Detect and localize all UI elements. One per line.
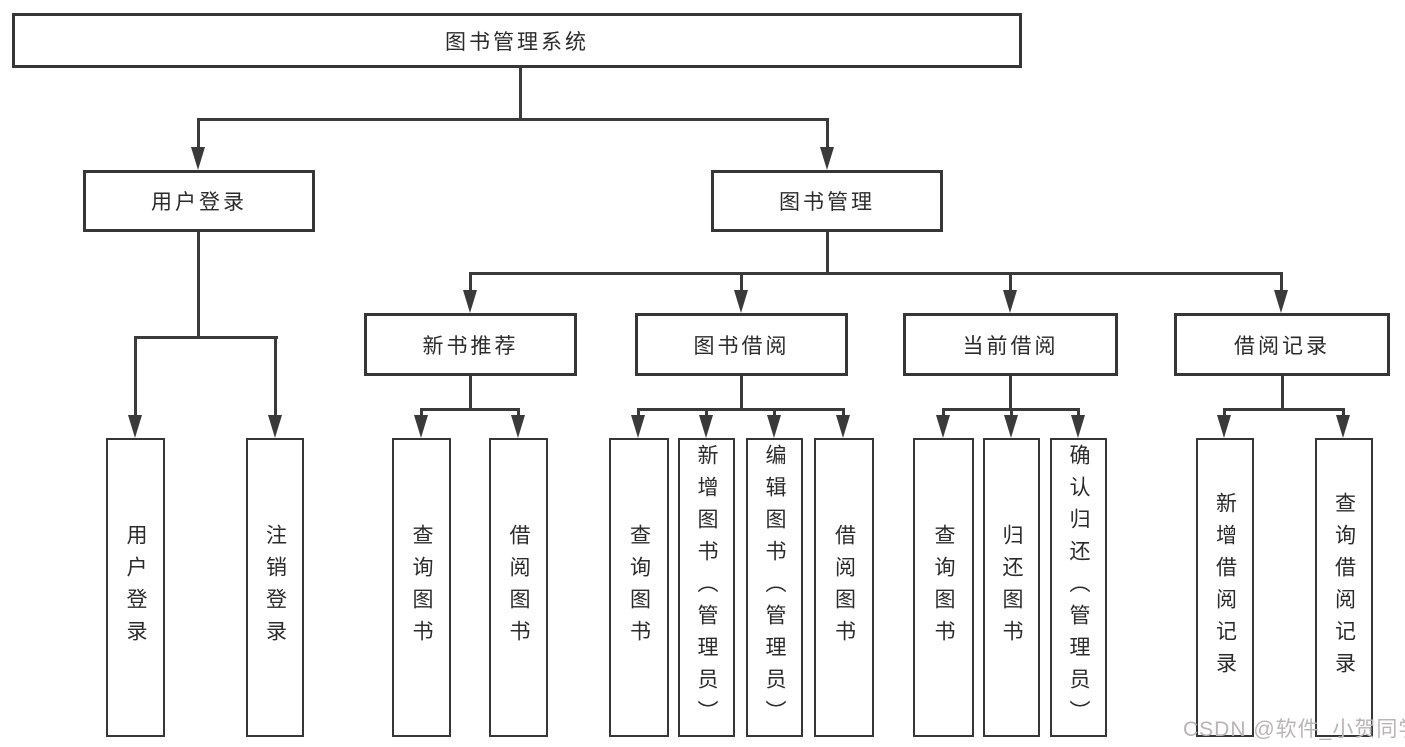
connector-line [469, 272, 1283, 275]
connector-line [1223, 408, 1345, 411]
leaf-user-login: 用户登录 [106, 438, 165, 737]
arrowhead-icon [734, 290, 748, 313]
node-label: 借阅记录 [1234, 334, 1330, 358]
connector-line [705, 408, 708, 417]
node-label: 查询图书 [932, 523, 955, 652]
arrowhead-icon [128, 415, 142, 438]
connector-line [1009, 272, 1012, 292]
arrowhead-icon [268, 415, 282, 438]
connector-line [740, 272, 743, 292]
node-book-borrowing: 图书借阅 [635, 313, 848, 376]
node-label: 查询图书 [627, 523, 651, 652]
node-label: 查询图书 [410, 523, 433, 652]
node-label: 注销登录 [263, 523, 287, 652]
node-borrowing-records: 借阅记录 [1174, 313, 1390, 376]
connector-line [773, 408, 776, 417]
node-label: 新增借阅记录 [1213, 491, 1237, 684]
arrowhead-icon [1004, 415, 1018, 438]
arrowhead-icon [463, 290, 477, 313]
connector-line [1009, 376, 1012, 410]
connector-line [637, 408, 844, 411]
connector-line [1281, 376, 1284, 410]
arrowhead-icon [631, 415, 645, 438]
connector-line [197, 118, 829, 121]
connector-line [197, 118, 200, 148]
connector-line [842, 408, 845, 417]
arrowhead-icon [699, 415, 713, 438]
arrowhead-icon [820, 147, 834, 170]
leaf-query-books-current: 查询图书 [913, 438, 974, 737]
connector-line [469, 272, 472, 292]
node-label: 图书管理系统 [445, 30, 589, 54]
node-new-book-recommendation: 新书推荐 [364, 313, 577, 376]
node-label: 确认归还（管理员） [1067, 443, 1090, 732]
node-label: 用户登录 [151, 191, 247, 214]
arrowhead-icon [191, 147, 205, 170]
leaf-query-books-borrowing: 查询图书 [609, 438, 669, 737]
node-label: 借阅图书 [507, 523, 530, 652]
node-label: 新增图书（管理员） [695, 443, 718, 732]
node-label: 用户登录 [124, 523, 147, 652]
node-label: 编辑图书（管理员） [763, 443, 786, 732]
arrowhead-icon [1274, 290, 1288, 313]
node-label: 借阅图书 [832, 523, 856, 652]
leaf-edit-book-admin: 编辑图书（管理员） [746, 438, 803, 737]
arrowhead-icon [1336, 415, 1350, 438]
connector-line [1010, 408, 1013, 417]
connector-line [420, 408, 423, 417]
connector-line [826, 232, 829, 274]
connector-line [1280, 272, 1283, 292]
node-label: 图书借阅 [693, 334, 790, 358]
node-user-login: 用户登录 [83, 170, 315, 232]
connector-line [420, 408, 520, 411]
connector-line [469, 376, 472, 410]
node-label: 当前借阅 [962, 334, 1059, 358]
node-library-management-system: 图书管理系统 [12, 13, 1022, 68]
connector-line [1077, 408, 1080, 417]
leaf-borrow-books-recommend: 借阅图书 [489, 438, 548, 737]
node-label: 新书推荐 [422, 334, 519, 358]
leaf-confirm-return-admin: 确认归还（管理员） [1050, 438, 1107, 737]
connector-line [197, 232, 200, 339]
node-label: 查询借阅记录 [1332, 491, 1356, 684]
connector-line [134, 336, 137, 416]
leaf-logout: 注销登录 [246, 438, 304, 737]
leaf-query-borrow-record: 查询借阅记录 [1315, 438, 1373, 737]
connector-line [637, 408, 640, 417]
connector-line [517, 408, 520, 417]
arrowhead-icon [1071, 415, 1085, 438]
arrowhead-icon [836, 415, 850, 438]
connector-line [1342, 408, 1345, 417]
node-current-borrowing: 当前借阅 [903, 313, 1118, 376]
arrowhead-icon [936, 415, 950, 438]
leaf-add-book-admin: 新增图书（管理员） [678, 438, 735, 737]
arrowhead-icon [414, 415, 428, 438]
node-label: 归还图书 [1000, 523, 1023, 652]
arrowhead-icon [1003, 290, 1017, 313]
connector-line [274, 336, 277, 416]
connector-line [519, 68, 522, 120]
node-book-management: 图书管理 [711, 170, 943, 232]
connector-line [740, 376, 743, 410]
csdn-watermark: CSDN @软件_小贺同学 [1183, 718, 1405, 741]
arrowhead-icon [1217, 415, 1231, 438]
leaf-return-books: 归还图书 [983, 438, 1040, 737]
leaf-add-borrow-record: 新增借阅记录 [1196, 438, 1254, 737]
leaf-query-books-recommend: 查询图书 [392, 438, 451, 737]
leaf-borrow-books-borrowing: 借阅图书 [814, 438, 874, 737]
arrowhead-icon [767, 415, 781, 438]
connector-line [134, 336, 278, 339]
connector-line [826, 118, 829, 148]
connector-line [942, 408, 945, 417]
arrowhead-icon [511, 415, 525, 438]
connector-line [1223, 408, 1226, 417]
node-label: 图书管理 [779, 191, 875, 214]
